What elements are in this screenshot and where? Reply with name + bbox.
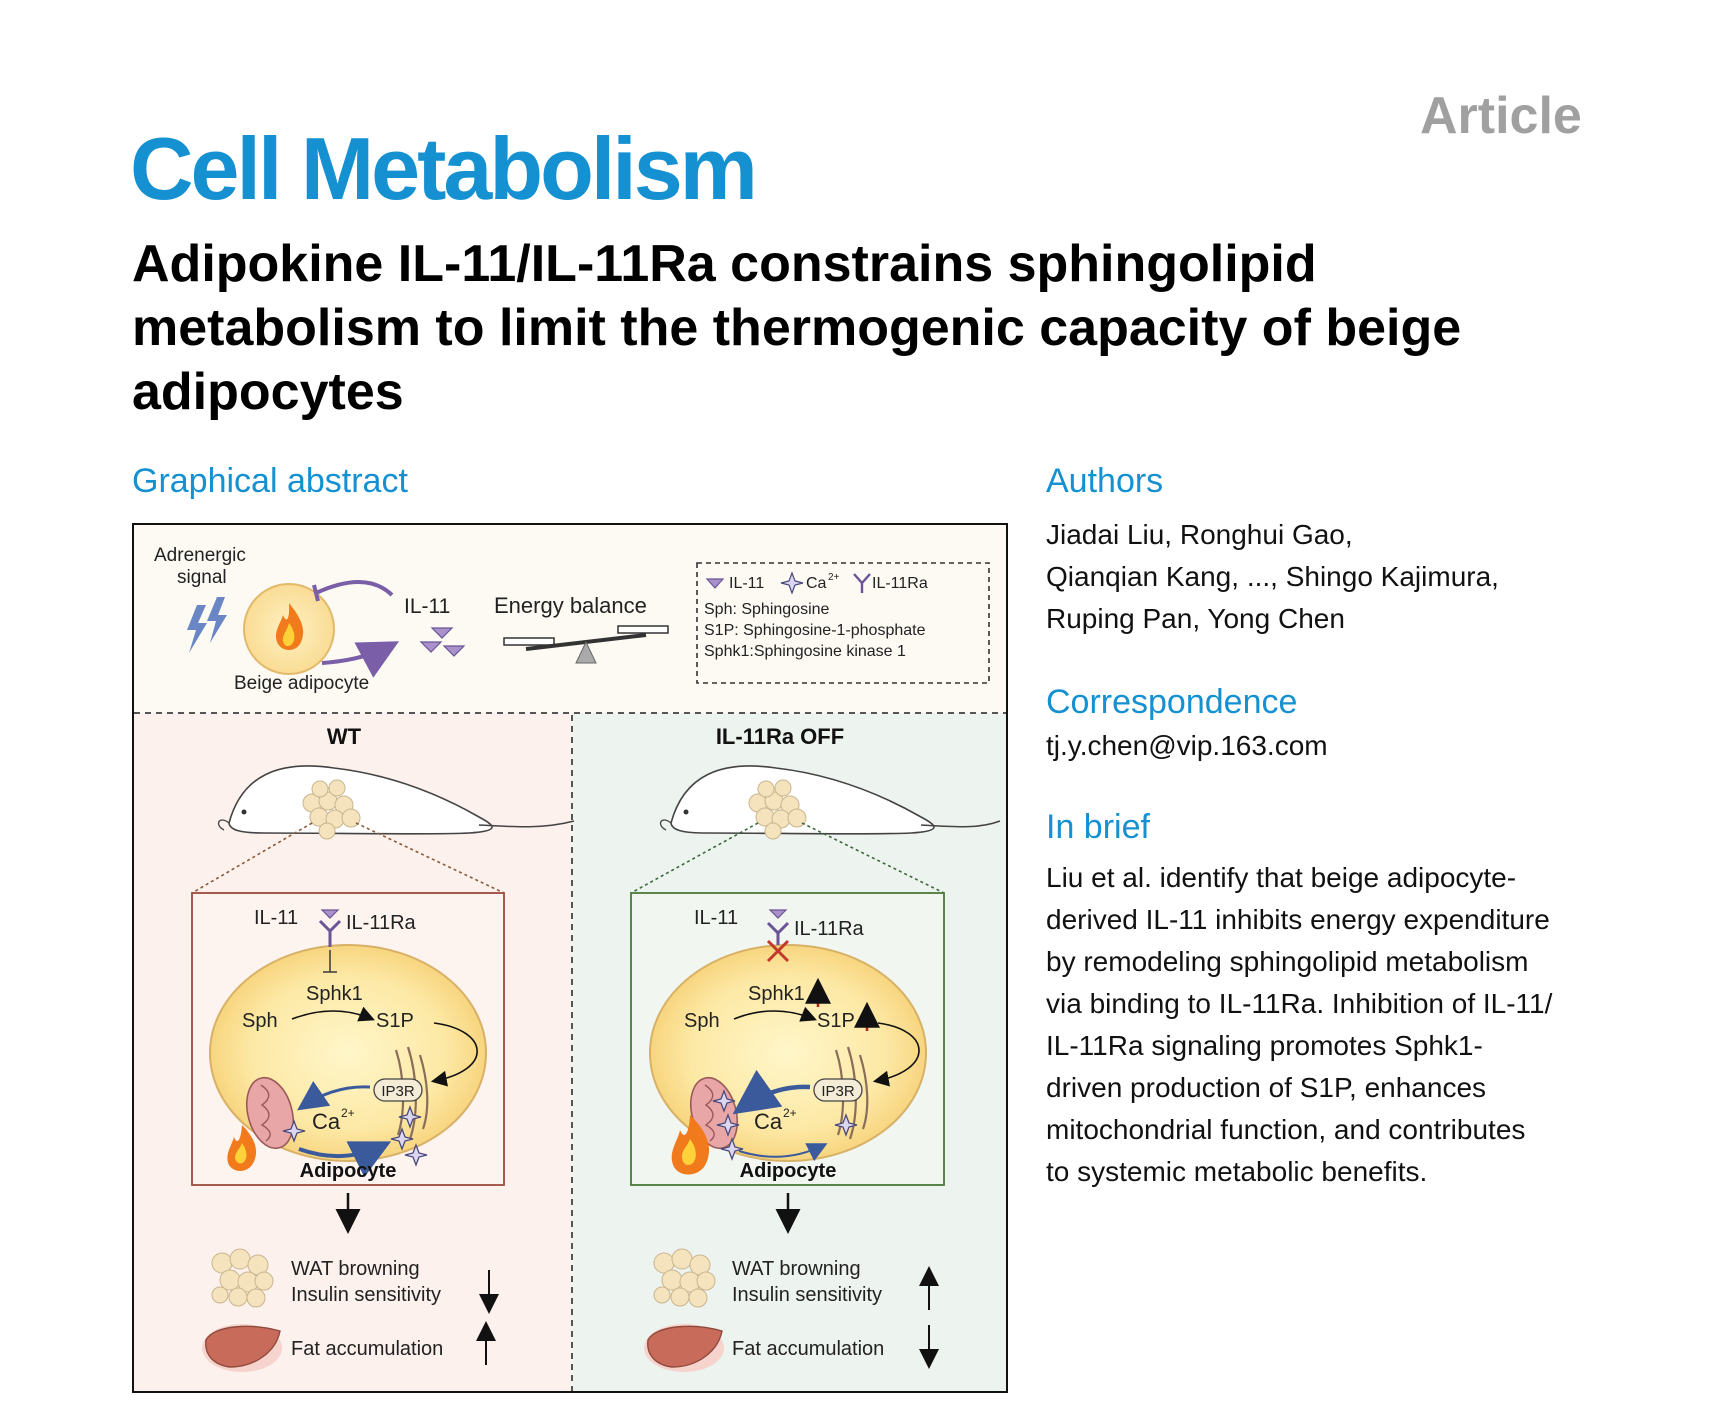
off-insulin-sensitivity: Insulin sensitivity [732, 1284, 882, 1306]
graphical-abstract: Adrenergic signal Beige adipocyte IL-11 … [132, 523, 1008, 1393]
adrenergic-label-2: signal [177, 567, 227, 588]
legend-calcium-icon [780, 571, 804, 595]
off-sph-label: Sph [684, 1010, 720, 1032]
author-line: Qianqian Kang, ..., Shingo Kajimura, [1046, 561, 1499, 592]
wt-panel-title: WT [327, 724, 362, 749]
correspondence-email[interactable]: tj.y.chen@vip.163.com [1046, 730, 1328, 761]
wt-flame-icon [227, 1125, 257, 1171]
in-brief-line: Liu et al. identify that beige adipocyte… [1046, 862, 1517, 893]
article-type-label: Article [1420, 87, 1582, 145]
off-adipocyte-label: Adipocyte [740, 1160, 837, 1182]
off-wat-browning: WAT browning [732, 1258, 861, 1280]
off-liver-icon [644, 1324, 724, 1372]
off-sphk1-label: Sphk1 [748, 983, 805, 1005]
wt-insulin-sensitivity: Insulin sensitivity [291, 1284, 441, 1306]
wat-depot-off [748, 779, 807, 840]
in-brief-line: via binding to IL-11Ra. Inhibition of IL… [1046, 988, 1553, 1019]
wt-il11ra-label: IL-11Ra [346, 912, 417, 934]
legend-ca-sup: 2+ [828, 572, 840, 583]
correspondence-heading: Correspondence [1046, 683, 1298, 721]
legend-ca: Ca [806, 575, 827, 592]
author-line: Jiadai Liu, Ronghui Gao, [1046, 519, 1353, 550]
inhibition-arrow [315, 580, 394, 597]
beige-adipocyte-label: Beige adipocyte [234, 673, 369, 694]
legend-box [696, 562, 990, 684]
balance-scale-icon [503, 625, 669, 664]
journal-name: Cell Metabolism [130, 119, 758, 218]
wat-depot-wt [302, 779, 361, 840]
graphical-abstract-heading: Graphical abstract [132, 462, 408, 500]
wt-s1p-label: S1P [376, 1010, 414, 1032]
il11-label-top: IL-11 [404, 595, 450, 618]
in-brief-line: IL-11Ra signaling promotes Sphk1- [1046, 1030, 1483, 1061]
wt-fat-accumulation: Fat accumulation [291, 1338, 443, 1360]
author-list: Jiadai Liu, Ronghui Gao, Qianqian Kang, … [1046, 514, 1686, 640]
wt-receptor-icon [318, 919, 342, 947]
legend-receptor-icon [853, 573, 871, 593]
authors-heading: Authors [1046, 462, 1164, 500]
off-receptor-icon [766, 921, 790, 945]
in-brief-heading: In brief [1046, 808, 1150, 846]
in-brief-line: by remodeling sphingolipid metabolism [1046, 946, 1529, 977]
off-ip3r-badge [813, 1078, 863, 1102]
off-panel-title: IL-11Ra OFF [716, 724, 844, 749]
in-brief-line: mitochondrial function, and contributes [1046, 1114, 1526, 1145]
wt-sphk1-label: Sphk1 [306, 983, 363, 1005]
off-calcium-icons [712, 1089, 858, 1161]
energy-balance-label: Energy balance [494, 593, 647, 618]
wt-ca-sup: 2+ [341, 1106, 355, 1120]
off-ca-sup: 2+ [783, 1106, 797, 1120]
wt-wat-browning: WAT browning [291, 1258, 420, 1280]
off-il11ra-label: IL-11Ra [794, 918, 865, 940]
wt-ip3r-label: IP3R [381, 1083, 415, 1100]
off-il11-label: IL-11 [694, 907, 738, 929]
adrenergic-label-1: Adrenergic [154, 545, 246, 566]
off-ca-label: Ca [754, 1109, 783, 1134]
off-fat-accumulation: Fat accumulation [732, 1338, 884, 1360]
legend-sphk1: Sphk1:Sphingosine kinase 1 [704, 643, 906, 660]
off-s1p-label: S1P [817, 1010, 855, 1032]
secretion-arrow [321, 641, 400, 678]
il11-triangle-icons [419, 627, 466, 657]
legend-il11: IL-11 [729, 575, 764, 592]
wt-sph-label: Sph [242, 1010, 278, 1032]
wt-ip3r-badge [373, 1078, 423, 1102]
legend-il11ra: IL-11Ra [872, 575, 928, 592]
author-line: Ruping Pan, Yong Chen [1046, 603, 1345, 634]
legend-il11-icon [705, 578, 725, 589]
mouse-icon-off [659, 765, 1001, 835]
off-ip3r-label: IP3R [821, 1083, 855, 1100]
wt-adipocyte-label: Adipocyte [300, 1160, 397, 1182]
wt-ca-label: Ca [312, 1109, 341, 1134]
in-brief-text: Liu et al. identify that beige adipocyte… [1046, 857, 1686, 1193]
off-wat-icon [653, 1248, 716, 1308]
wt-mitochondrion-icon [245, 1076, 295, 1150]
in-brief-line: derived IL-11 inhibits energy expenditur… [1046, 904, 1550, 935]
wt-il11-label: IL-11 [254, 907, 298, 929]
lightning-icon [187, 597, 227, 653]
legend-sph: Sph: Sphingosine [704, 601, 830, 618]
wt-liver-icon [202, 1324, 282, 1372]
wt-calcium-icons [282, 1105, 428, 1167]
off-flame-icon [671, 1115, 710, 1175]
article-title: Adipokine IL-11/IL-11Ra constrains sphin… [132, 235, 1462, 421]
flame-icon [275, 603, 304, 650]
wt-adipocyte-cell [209, 944, 487, 1162]
wt-wat-icon [211, 1248, 274, 1308]
off-receptor-blocked-icon [766, 939, 790, 963]
in-brief-line: to systemic metabolic benefits. [1046, 1156, 1428, 1187]
in-brief-line: driven production of S1P, enhances [1046, 1072, 1487, 1103]
mouse-icon-wt [217, 765, 575, 835]
legend-s1p: S1P: Sphingosine-1-phosphate [704, 622, 926, 639]
